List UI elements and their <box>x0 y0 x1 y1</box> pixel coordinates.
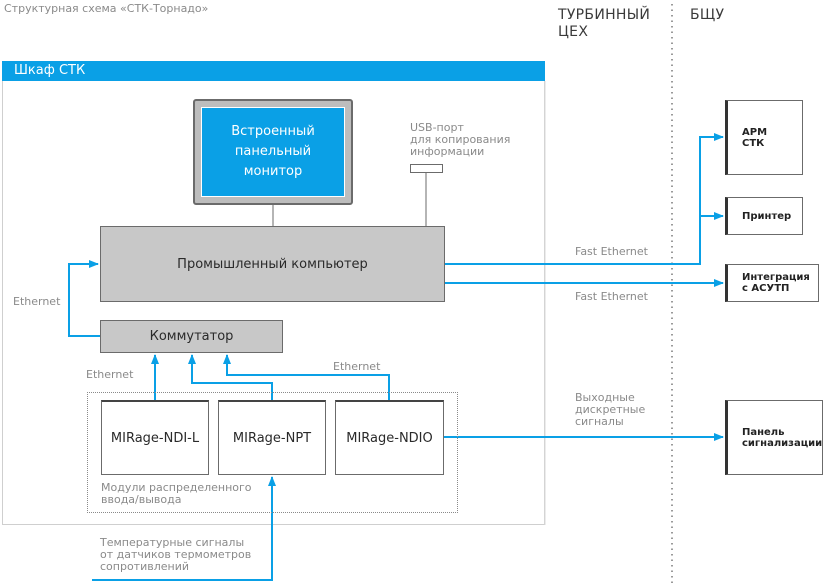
discrete-outputs-caption: Выходные дискретные сигналы <box>575 392 645 428</box>
usb-caption-line1: USB-порт <box>410 121 464 134</box>
modules-caption: Модули распределенного ввода/вывода <box>101 482 252 506</box>
wire-computer-to-arm <box>445 133 724 265</box>
external-arm-stk: АРМ СТК <box>725 100 803 175</box>
cabinet-header: Шкаф СТК <box>2 61 545 81</box>
region-turbine-line1: ТУРБИННЫЙ <box>558 7 651 23</box>
computer-label: Промышленный компьютер <box>177 256 368 272</box>
fast-ethernet-label-2: Fast Ethernet <box>575 290 648 303</box>
temperature-caption-line1: Температурные сигналы <box>100 536 245 549</box>
module-ndi-l-label: MIRage-NDI-L <box>110 430 200 446</box>
region-turbine-line2: ЦЕХ <box>558 24 589 40</box>
modules-caption-line2: ввода/вывода <box>101 493 182 506</box>
usb-caption-line3: информации <box>410 145 485 158</box>
usb-port <box>410 164 443 173</box>
wire-switch-to-computer <box>68 260 100 337</box>
industrial-computer: Промышленный компьютер <box>100 226 445 302</box>
integration-label-line1: Интеграция <box>742 272 810 283</box>
usb-port-caption: USB-порт для копирования информации <box>410 122 510 158</box>
discrete-caption-line3: сигналы <box>575 415 624 428</box>
region-bshu: БЩУ <box>690 7 725 23</box>
integration-label-line2: с АСУТП <box>742 283 790 294</box>
ethernet-label-modules-right: Ethernet <box>333 360 381 373</box>
module-npt-label: MIRage-NPT <box>232 430 312 446</box>
discrete-caption-line1: Выходные <box>575 391 635 404</box>
monitor-label-line1: Встроенный <box>231 124 315 139</box>
ethernet-label-left: Ethernet <box>13 295 61 308</box>
region-turbine-shop: ТУРБИННЫЙ ЦЕХ <box>558 7 650 41</box>
embedded-monitor: Встроенный панельный монитор <box>201 107 345 197</box>
fast-ethernet-label-1: Fast Ethernet <box>575 245 648 258</box>
monitor-label-line2: панельный <box>234 144 312 159</box>
usb-caption-line2: для копирования <box>410 133 511 146</box>
temperature-signals-caption: Температурные сигналы от датчиков термом… <box>100 537 251 573</box>
module-npt: MIRage-NPT <box>218 400 326 475</box>
diagram-title: Структурная схема «СТК-Торнадо» <box>4 2 209 15</box>
external-asutp-integration: Интеграция с АСУТП <box>725 264 819 302</box>
panel-label-line2: сигнализации <box>742 437 823 449</box>
module-ndio-label: MIRage-NDIO <box>346 430 433 446</box>
wire-temperature-to-npt <box>92 476 276 581</box>
external-alarm-panel: Панель сигнализации <box>725 400 823 475</box>
switch-label: Коммутатор <box>149 329 234 344</box>
module-ndi-l: MIRage-NDI-L <box>101 400 209 475</box>
arm-label-line1: АРМ <box>742 127 768 138</box>
network-switch: Коммутатор <box>100 320 283 353</box>
ethernet-label-modules-left: Ethernet <box>86 368 134 381</box>
module-ndio: MIRage-NDIO <box>335 400 444 475</box>
modules-caption-line1: Модули распределенного <box>101 481 252 494</box>
monitor-label-line3: монитор <box>243 164 303 179</box>
io-modules-group <box>87 392 458 513</box>
temperature-caption-line2: от датчиков термометров <box>100 548 252 561</box>
discrete-caption-line2: дискретные <box>575 403 646 416</box>
panel-label-line1: Панель <box>742 426 785 438</box>
printer-label: Принтер <box>742 210 792 222</box>
arm-label-line2: СТК <box>742 138 765 149</box>
wire-ndio-to-switch <box>223 354 390 400</box>
temperature-caption-line3: сопротивлений <box>100 560 190 573</box>
external-printer: Принтер <box>725 197 803 235</box>
wire-npt-to-switch <box>188 354 273 400</box>
